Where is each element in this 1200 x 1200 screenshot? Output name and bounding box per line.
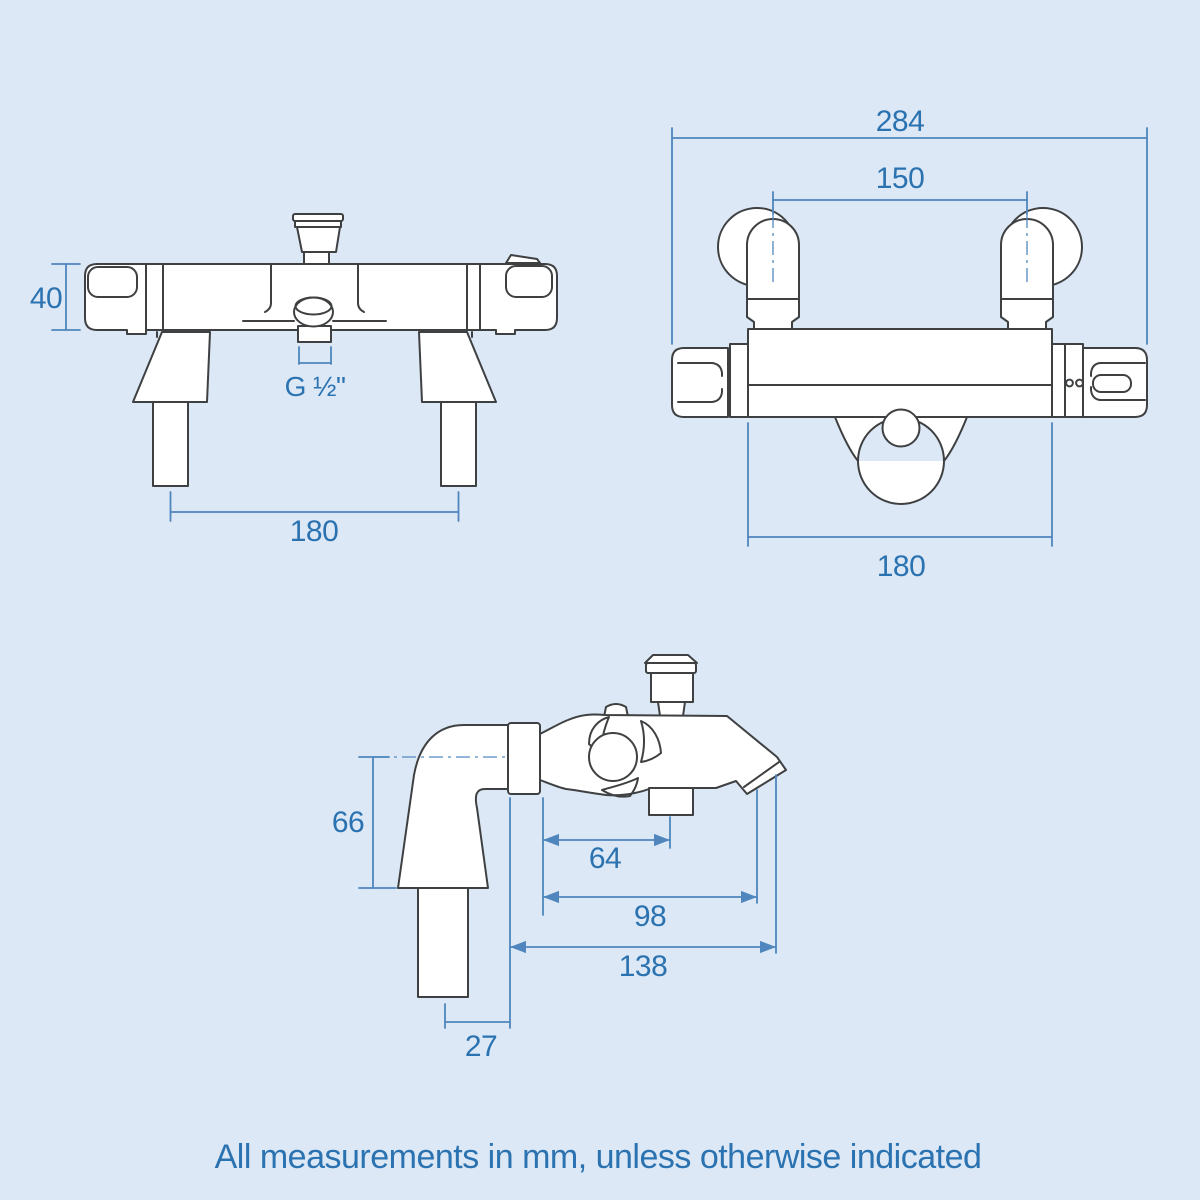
top-view: 284 150 180: [671, 105, 1148, 583]
dim-side-overall-depth-label: 138: [619, 950, 668, 983]
front-outlet-block: [297, 325, 332, 343]
side-spout-face: [743, 761, 780, 788]
dim-side-hose-offset-label: 64: [589, 842, 621, 875]
dim-side-spout-reach-label: 98: [634, 900, 666, 933]
front-inlet-pipes: [152, 401, 477, 487]
dim-front-thread-label: G ½": [285, 371, 346, 402]
dim-front-height-label: 40: [30, 282, 62, 315]
top-bell-plate-bottom: [857, 460, 945, 505]
top-inlet-legs: [746, 218, 1054, 330]
dim-top-overall-label: 284: [876, 105, 925, 138]
side-top-bump: [603, 703, 629, 718]
front-view: 40 G ½" 180: [30, 213, 558, 548]
dim-side-spout-reach: 98: [542, 789, 758, 933]
dim-side-height-label: 66: [332, 806, 364, 839]
front-leg-shrouds: [132, 331, 497, 403]
dim-top-width-label: 180: [877, 550, 926, 583]
dim-top-centres-label: 150: [876, 162, 925, 195]
side-elbow: [397, 724, 509, 889]
dim-side-height: 66: [332, 756, 397, 889]
side-flange: [507, 722, 541, 795]
front-body-details: [87, 263, 553, 331]
dim-top-centres: 150: [772, 162, 1028, 283]
front-spout-rim: [294, 296, 333, 316]
front-right-handle-face: [505, 265, 553, 298]
dim-side-inlet-offset-label: 27: [465, 1030, 497, 1063]
side-view: 66 64 98 138 27: [332, 654, 787, 1063]
dim-side-inlet-offset: 27: [444, 1003, 511, 1063]
front-left-handle-face: [87, 266, 138, 298]
side-inlet-pipe: [417, 887, 469, 998]
dim-front-width-label: 180: [290, 515, 339, 548]
dim-top-width: 180: [747, 422, 1053, 583]
front-lever: [505, 254, 541, 264]
dim-front-width: 180: [169, 491, 460, 548]
front-diverter-knob: [292, 213, 344, 265]
dim-top-overall: 284: [671, 105, 1148, 345]
dim-side-overall-depth: 138: [509, 774, 777, 1029]
top-right-handle: [1051, 343, 1148, 418]
side-diverter-knob: [644, 654, 698, 717]
caption: All measurements in mm, unless otherwise…: [215, 1138, 982, 1176]
top-outlet-hole: [881, 408, 921, 448]
dim-front-thread: G ½": [285, 346, 346, 402]
top-left-handle: [671, 343, 749, 418]
side-hose-outlet: [648, 787, 694, 816]
side-valve-ball: [588, 716, 662, 798]
top-body: [747, 328, 1053, 418]
dim-front-height: 40: [30, 263, 81, 331]
